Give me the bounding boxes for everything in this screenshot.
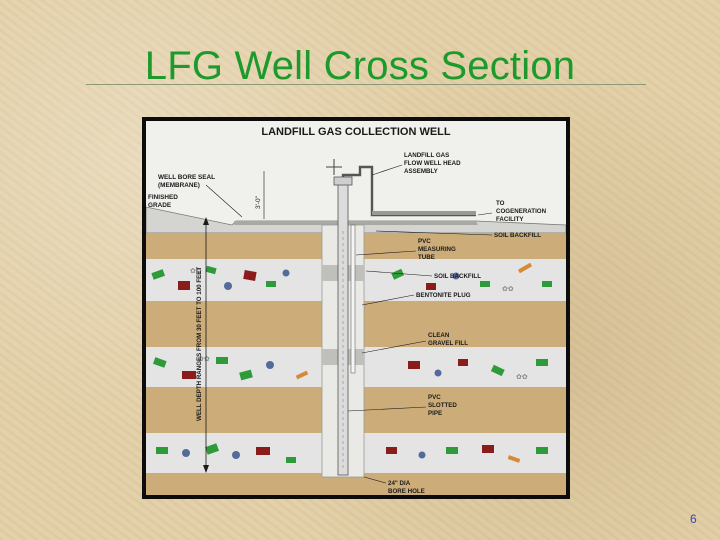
label-well-bore-seal-sub: (MEMBRANE) <box>158 182 200 189</box>
title-underline <box>86 84 646 85</box>
svg-text:✿✿: ✿✿ <box>516 374 528 381</box>
label-slotted-2: SLOTTED <box>428 402 457 409</box>
leader-seal <box>205 184 243 218</box>
pvc-measuring-tube <box>350 224 356 374</box>
label-gravel-1: CLEAN <box>428 332 450 339</box>
stratum-soil-4 <box>146 473 566 495</box>
label-soil-backfill-top: SOIL BACKFILL <box>494 232 541 239</box>
well-cross-section-diagram: LANDFILL GAS COLLECTION WELL ✿✿ <box>146 121 566 495</box>
label-bore-hole-1: 24" DIA <box>388 480 411 487</box>
diagram-frame: LANDFILL GAS COLLECTION WELL ✿✿ <box>142 117 570 499</box>
label-wellhead-3: ASSEMBLY <box>404 168 439 175</box>
leader-lines <box>347 164 493 484</box>
label-finished-grade: FINISHED <box>148 194 178 201</box>
label-pvc-tube-3: TUBE <box>418 254 435 261</box>
label-pvc-tube-1: PVC <box>418 238 431 245</box>
left-labels: WELL BORE SEAL (MEMBRANE) FINISHED GRADE <box>148 174 215 209</box>
membrane-seal <box>234 221 478 225</box>
svg-text:✿✿: ✿✿ <box>190 268 202 275</box>
label-wellhead-1: LANDFILL GAS <box>404 152 449 159</box>
label-well-bore-seal: WELL BORE SEAL <box>158 174 215 181</box>
label-bentonite: BENTONITE PLUG <box>416 292 471 299</box>
height-dimension-label: 3'-0" <box>255 195 262 209</box>
label-soil-backfill-mid: SOIL BACKFILL <box>434 273 481 280</box>
depth-arrow-top <box>203 217 209 225</box>
slide-title: LFG Well Cross Section <box>144 44 576 88</box>
page-number: 6 <box>690 512 697 526</box>
label-cogeneration-2: COGENERATION <box>496 208 547 215</box>
label-slotted-3: PIPE <box>428 410 442 417</box>
refuse-debris-2: ✿✿ ✿✿ <box>152 356 548 381</box>
diagram-heading: LANDFILL GAS COLLECTION WELL <box>261 126 451 138</box>
svg-text:✿✿: ✿✿ <box>502 286 514 293</box>
label-cogeneration-1: TO <box>496 200 505 207</box>
depth-range-label: WELL DEPTH RANGES FROM 30 FEET TO 100 FE… <box>196 267 203 421</box>
right-labels: LANDFILL GAS FLOW WELL HEAD ASSEMBLY TO … <box>388 152 547 495</box>
depth-arrow-bottom <box>203 465 209 473</box>
valve-handle <box>326 159 342 175</box>
label-finished-grade-sub: GRADE <box>148 202 172 209</box>
label-pvc-tube-2: MEASURING <box>418 246 456 253</box>
wellhead-cap <box>333 176 353 186</box>
label-wellhead-2: FLOW WELL HEAD <box>404 160 461 167</box>
svg-text:✿✿: ✿✿ <box>198 356 210 363</box>
label-bore-hole-2: BORE HOLE <box>388 488 425 495</box>
label-cogeneration-3: FACILITY <box>496 216 524 223</box>
label-gravel-2: GRAVEL FILL <box>428 340 468 347</box>
label-slotted-1: PVC <box>428 394 441 401</box>
